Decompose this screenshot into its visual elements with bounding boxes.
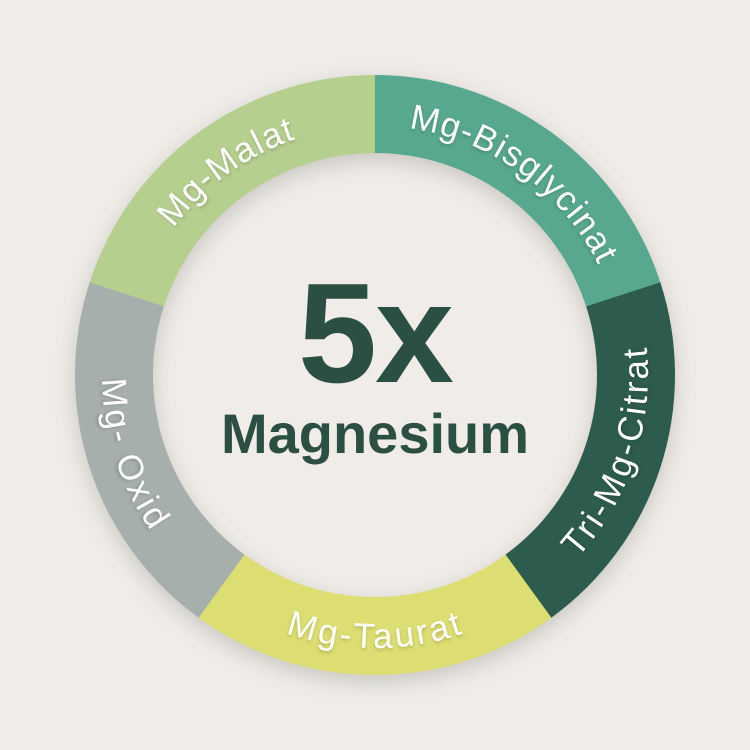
donut-ring bbox=[75, 75, 675, 675]
center-subline: Magnesium bbox=[220, 401, 530, 465]
segment-mg-oxid bbox=[75, 282, 246, 618]
segment-mg-bisglycinat bbox=[374, 75, 661, 308]
segment-mg-malat bbox=[89, 75, 376, 308]
center-headline: 5x bbox=[298, 253, 454, 413]
segment-tri-mg-citrat bbox=[504, 282, 675, 618]
segment-mg-taurat bbox=[198, 554, 552, 675]
